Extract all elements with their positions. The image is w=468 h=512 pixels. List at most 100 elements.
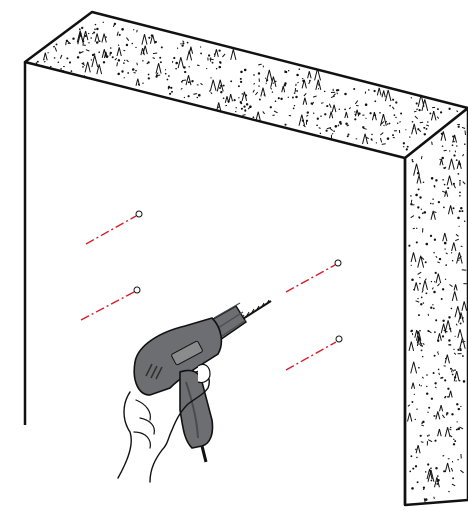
concrete-speckle (414, 465, 418, 468)
concrete-speckle (419, 434, 422, 437)
concrete-speckle (464, 143, 466, 145)
concrete-speckle (306, 111, 309, 114)
concrete-speckle (416, 175, 422, 184)
concrete-speckle (422, 420, 425, 424)
concrete-speckle (230, 49, 237, 61)
concrete-speckle (65, 39, 69, 42)
concrete-speckle (422, 486, 426, 489)
concrete-speckle (160, 46, 163, 49)
concrete-speckle (461, 210, 464, 213)
concrete-speckle (458, 210, 461, 213)
concrete-speckle (427, 469, 435, 482)
concrete-speckle (453, 348, 455, 351)
concrete-speckle (287, 96, 289, 98)
concrete-speckle (93, 53, 96, 56)
concrete-speckle (427, 329, 430, 333)
concrete-speckle (443, 241, 447, 245)
concrete-speckle (355, 109, 360, 117)
concrete-speckle (431, 141, 433, 146)
concrete-speckle (461, 126, 466, 129)
concrete-speckle (380, 132, 384, 136)
concrete-speckle (67, 42, 70, 45)
concrete-speckle (423, 133, 427, 136)
concrete-speckle (277, 97, 280, 100)
concrete-speckle (171, 90, 173, 93)
concrete-speckle (102, 21, 104, 23)
concrete-speckle (168, 92, 172, 95)
concrete-speckle (345, 122, 348, 126)
concrete-speckle (329, 127, 334, 131)
concrete-speckle (155, 72, 159, 76)
concrete-speckle (447, 387, 450, 390)
concrete-speckle (84, 61, 91, 73)
concrete-speckle (416, 172, 420, 175)
concrete-speckle (422, 181, 425, 184)
concrete-speckle (451, 259, 454, 262)
concrete-speckle (114, 57, 118, 61)
concrete-speckle (417, 255, 425, 268)
concrete-speckle (365, 117, 367, 119)
concrete-speckle (270, 87, 273, 90)
drill-hole-markers (80, 210, 343, 371)
concrete-speckle (455, 159, 458, 162)
concrete-speckle (423, 211, 427, 214)
concrete-speckle (310, 102, 313, 105)
concrete-speckle (411, 160, 414, 163)
concrete-speckle (118, 33, 121, 36)
wall-top-face (23, 10, 468, 160)
concrete-speckle (452, 134, 457, 143)
concrete-speckle (113, 22, 117, 26)
concrete-speckle (116, 31, 119, 36)
concrete-speckle (440, 132, 444, 135)
concrete-speckle (439, 111, 443, 114)
concrete-speckle (369, 112, 372, 115)
concrete-speckle (111, 56, 114, 59)
concrete-speckle (408, 244, 411, 247)
concrete-speckle (449, 150, 451, 152)
concrete-speckle (458, 163, 461, 166)
concrete-speckle (415, 193, 418, 197)
concrete-speckle (133, 29, 135, 31)
concrete-speckle (446, 175, 453, 186)
concrete-speckle (210, 77, 212, 79)
concrete-speckle (416, 408, 418, 410)
concrete-speckle (123, 77, 125, 79)
concrete-speckle (448, 390, 453, 398)
concrete-speckle (441, 156, 444, 160)
concrete-speckle (347, 133, 350, 136)
concrete-speckle (413, 393, 415, 396)
concrete-speckle (436, 482, 439, 485)
concrete-speckle (302, 124, 306, 128)
concrete-speckle (366, 136, 369, 140)
concrete-speckle (94, 33, 100, 42)
concrete-speckle (219, 61, 222, 64)
concrete-speckle (437, 339, 440, 342)
concrete-speckle (434, 382, 437, 385)
concrete-speckle (354, 111, 356, 113)
concrete-speckle (411, 123, 418, 135)
concrete-speckle (233, 99, 236, 102)
concrete-speckle (131, 42, 134, 45)
concrete-speckle (429, 112, 432, 115)
concrete-speckle (133, 72, 136, 74)
concrete-speckle (374, 100, 377, 103)
concrete-speckle (452, 477, 455, 480)
concrete-speckle (196, 96, 199, 99)
concrete-speckle (455, 323, 458, 326)
concrete-speckle (364, 103, 368, 106)
concrete-speckle (60, 68, 62, 70)
concrete-speckle (450, 307, 453, 310)
concrete-speckle (155, 75, 158, 78)
concrete-speckle (188, 46, 194, 54)
concrete-speckle (271, 91, 274, 93)
concrete-speckle (410, 203, 413, 206)
concrete-speckle (433, 238, 437, 241)
concrete-speckle (445, 264, 448, 266)
concrete-speckle (245, 94, 248, 97)
concrete-speckle (82, 30, 89, 41)
concrete-speckle (166, 78, 169, 81)
concrete-speckle (85, 49, 90, 52)
concrete-speckle (362, 126, 365, 129)
concrete-speckle (173, 56, 176, 60)
concrete-speckle (460, 405, 462, 408)
